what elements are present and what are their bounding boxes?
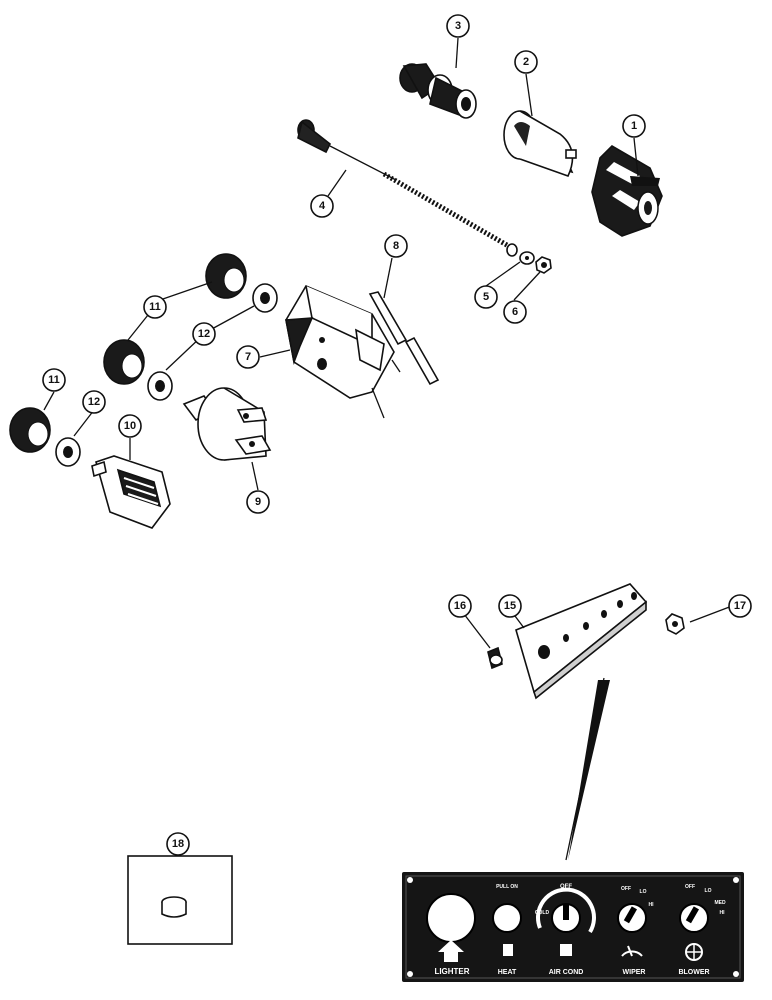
callout-6-label: 6 [512,306,518,318]
callout-18-label: 18 [172,838,184,850]
callout-12-lower: 12 [82,390,106,414]
callout-5: 5 [474,285,498,309]
part-4-control-cable [297,119,518,257]
callout-1: 1 [622,114,646,138]
part-10-toggle-switch [91,455,171,529]
panel-label-lo-wiper: LO [640,889,647,895]
part-11-knob-lower [9,407,51,453]
callout-8-label: 8 [393,240,399,252]
panel-label-blower: BLOWER [678,969,709,976]
part-6-nut [535,256,552,274]
part-16-screw [487,646,503,670]
callout-6: 6 [503,300,527,324]
part-12-nut-middle [147,371,173,401]
part-9-rotary-switch [182,387,272,461]
switch-panel: LIGHTER PULL ON HEAT OFF COLD AIR COND O… [402,872,744,982]
callout-5-label: 5 [483,291,489,303]
panel-heat-knob [492,903,522,933]
part-7-switch-housing [285,284,401,419]
panel-wiper-icon [621,945,643,957]
part-1-lighter-socket [591,144,663,237]
callout-12-upper-label: 12 [198,328,210,340]
callout-8: 8 [384,234,408,258]
callout-17-label: 17 [734,600,746,612]
callout-16-label: 16 [454,600,466,612]
panel-heat-icon [503,944,513,956]
callout-11-upper: 11 [143,295,167,319]
part-12-nut-lower [55,437,81,467]
callout-10-label: 10 [124,420,136,432]
callout-9-label: 9 [255,496,261,508]
panel-label-off-blower: OFF [685,884,695,890]
callout-7-label: 7 [245,351,251,363]
panel-label-med-blower: MED [714,900,726,906]
part-11-knob-middle [103,339,145,385]
callout-17: 17 [728,594,752,618]
part-8-pins [368,291,440,386]
part-2-lighter-shell [503,110,577,177]
callout-3: 3 [446,14,470,38]
panel-ac-icon [560,944,572,956]
part-3-lighter-element [399,63,477,119]
callout-1-label: 1 [631,120,637,132]
panel-label-cold: COLD [535,910,550,916]
panel-label-off-ac: OFF [560,884,572,890]
callout-16: 16 [448,594,472,618]
panel-label-hi-blower: HI [720,910,726,916]
panel-label-off-wiper: OFF [621,886,631,892]
panel-leader-wedge [568,680,610,860]
callout-11-upper-label: 11 [149,301,161,313]
panel-label-hi-wiper: HI [649,902,655,908]
panel-lighter-socket [426,893,476,943]
callout-11-lower: 11 [42,368,66,392]
callout-7: 7 [236,345,260,369]
part-17-nut [665,613,685,635]
callout-2-label: 2 [523,56,529,68]
callout-11-lower-label: 11 [48,374,60,386]
callout-12-lower-label: 12 [88,396,100,408]
callout-12-upper: 12 [192,322,216,346]
callout-15: 15 [498,594,522,618]
panel-label-lo-blower: LO [705,888,712,894]
panel-label-lighter: LIGHTER [434,967,469,976]
panel-label-air-cond: AIR COND [549,969,584,976]
callout-3-label: 3 [455,20,461,32]
panel-label-heat: HEAT [498,969,517,976]
panel-label-pull-on: PULL ON [496,884,518,890]
part-11-knob-upper [205,253,247,299]
part-15-mounting-plate [515,583,648,700]
part-5-washer [519,251,535,265]
callout-9: 9 [246,490,270,514]
panel-label-wiper: WIPER [623,969,646,976]
panel-ac-dial-arc [536,887,596,934]
part-18-plug-box [127,855,233,945]
panel-lighter-arrow-icon [438,940,464,962]
part-12-nut-upper [252,283,278,313]
callout-10: 10 [118,414,142,438]
callout-4: 4 [310,194,334,218]
callout-4-label: 4 [319,200,326,212]
callout-15-label: 15 [504,600,516,612]
callout-18: 18 [166,832,190,856]
callout-2: 2 [514,50,538,74]
